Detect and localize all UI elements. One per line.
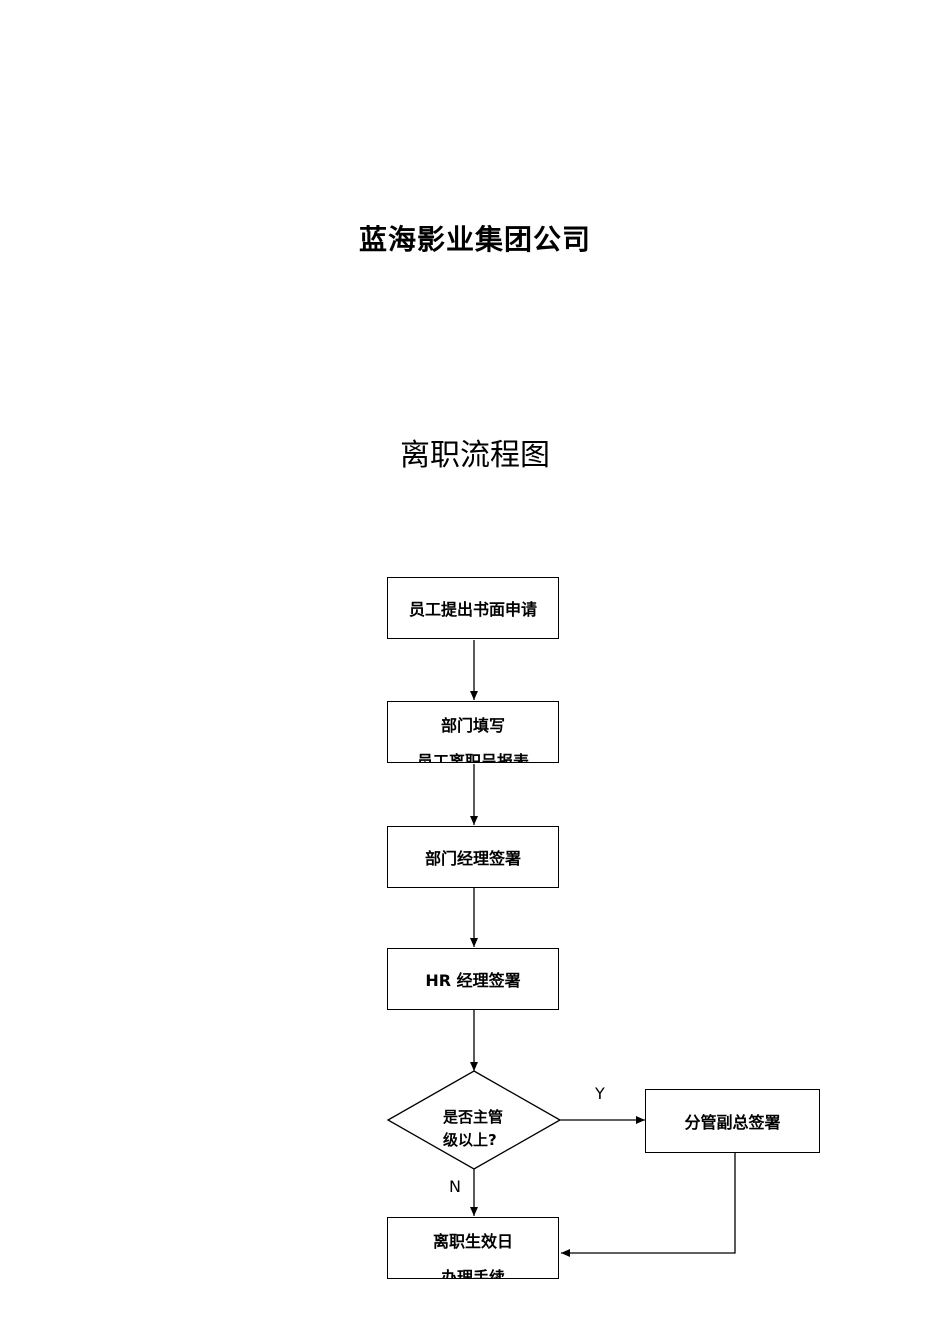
step-resignation-effective: 离职生效日 办理手续 xyxy=(387,1217,559,1279)
step-label: 部门填写 xyxy=(440,716,505,735)
step-label: 分管副总签署 xyxy=(684,1113,781,1132)
step-label: 部门经理签署 xyxy=(424,849,521,868)
decision-label-line1: 是否主管 xyxy=(443,1108,504,1126)
step-hr-manager-sign: HR 经理签署 xyxy=(387,948,559,1010)
arrow-return xyxy=(561,1153,736,1257)
no-label: N xyxy=(449,1177,461,1196)
step-label-line2: 员工离职呈报表 xyxy=(416,752,529,763)
step-vp-sign: 分管副总签署 xyxy=(645,1089,820,1153)
decision-label-line2: 级以上? xyxy=(443,1131,497,1149)
step-label: 离职生效日 xyxy=(432,1232,513,1251)
company-name: 蓝海影业集团公司 xyxy=(358,223,591,256)
step-label: HR 经理签署 xyxy=(425,971,521,990)
step-department-fill-form: 部门填写 员工离职呈报表 xyxy=(387,701,559,763)
document-title: 离职流程图 xyxy=(400,438,550,473)
step-label: 员工提出书面申请 xyxy=(408,600,537,619)
step-written-application: 员工提出书面申请 xyxy=(387,577,559,639)
step-department-manager-sign: 部门经理签署 xyxy=(387,826,559,888)
yes-label: Y xyxy=(595,1084,605,1103)
step-label-line2: 办理手续 xyxy=(440,1268,505,1279)
